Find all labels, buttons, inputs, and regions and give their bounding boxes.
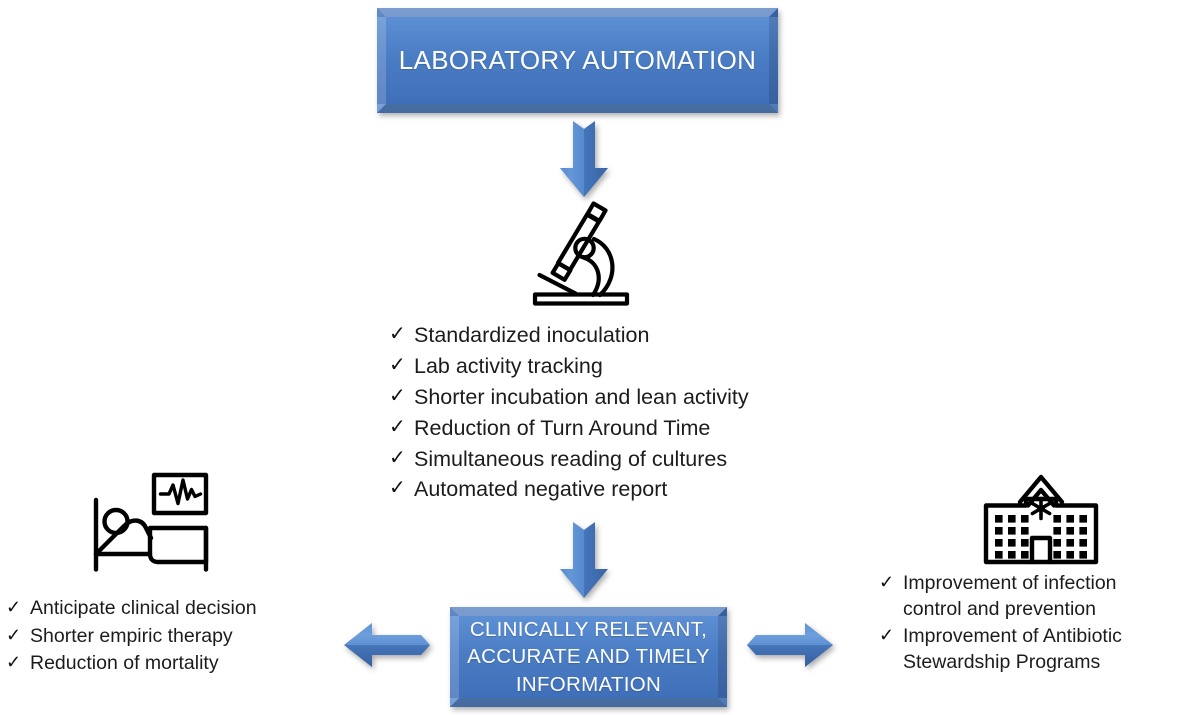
- center-benefits-list: ✓ Standardized inoculation ✓ Lab activit…: [389, 321, 749, 506]
- microscope-icon: [532, 201, 630, 306]
- list-item: ✓ Lab activity tracking: [389, 352, 749, 380]
- check-icon: ✓: [6, 597, 22, 617]
- left-outcomes-list: ✓ Anticipate clinical decision ✓ Shorter…: [6, 596, 257, 679]
- list-item-label: Improvement of infection control and pre…: [903, 572, 1117, 620]
- clinically-relevant-information-label: CLINICALLY RELEVANT, ACCURATE AND TIMELY…: [467, 616, 710, 697]
- right-outcomes-list: ✓ Improvement of infection control and p…: [879, 571, 1174, 678]
- list-item: ✓ Improvement of infection control and p…: [879, 571, 1174, 622]
- list-item-label: Reduction of mortality: [30, 652, 219, 675]
- list-item: ✓ Anticipate clinical decision: [6, 596, 257, 622]
- laboratory-automation-label: LABORATORY AUTOMATION: [398, 45, 757, 76]
- list-item-label: Anticipate clinical decision: [30, 597, 257, 619]
- list-item-label: Shorter empiric therapy: [30, 624, 233, 647]
- check-icon: ✓: [6, 624, 22, 645]
- list-item: ✓ Shorter incubation and lean activity: [389, 383, 749, 411]
- list-item: ✓ Shorter empiric therapy: [6, 624, 257, 650]
- check-icon: ✓: [389, 415, 406, 438]
- check-icon: ✓: [879, 625, 895, 646]
- check-icon: ✓: [879, 572, 895, 592]
- arrow-left-icon: [344, 623, 430, 667]
- list-item-label: Lab activity tracking: [414, 353, 603, 378]
- hospital-building-icon: [983, 474, 1099, 565]
- box-line-1: CLINICALLY RELEVANT,: [469, 618, 708, 642]
- list-item-label: Simultaneous reading of cultures: [414, 446, 728, 471]
- list-item-label: Shorter incubation and lean activity: [414, 384, 749, 409]
- arrow-down-icon-middle: [560, 522, 608, 598]
- check-icon: ✓: [6, 652, 22, 673]
- list-item: ✓ Reduction of Turn Around Time: [389, 414, 749, 442]
- arrow-right-icon: [747, 623, 833, 667]
- box-line-3: INFORMATION: [515, 672, 662, 696]
- list-item-label: Standardized inoculation: [414, 323, 650, 347]
- check-icon: ✓: [389, 323, 406, 345]
- list-item-label: Reduction of Turn Around Time: [414, 415, 711, 440]
- list-item: ✓ Automated negative report: [389, 475, 749, 503]
- check-icon: ✓: [389, 477, 406, 500]
- patient-bed-monitor-icon: [93, 472, 209, 572]
- arrow-down-icon-top: [560, 121, 608, 197]
- check-icon: ✓: [389, 353, 406, 376]
- check-icon: ✓: [389, 384, 406, 407]
- check-icon: ✓: [389, 446, 406, 469]
- list-item: ✓ Simultaneous reading of cultures: [389, 445, 749, 473]
- list-item-label: Automated negative report: [414, 477, 668, 502]
- list-item: ✓ Improvement of Antibiotic Stewardship …: [879, 624, 1174, 675]
- list-item-label: Improvement of Antibiotic Stewardship Pr…: [903, 625, 1122, 674]
- list-item: ✓ Reduction of mortality: [6, 651, 257, 677]
- laboratory-automation-box: LABORATORY AUTOMATION: [377, 8, 778, 113]
- list-item: ✓ Standardized inoculation: [389, 321, 749, 349]
- clinically-relevant-information-box: CLINICALLY RELEVANT, ACCURATE AND TIMELY…: [450, 607, 727, 707]
- box-line-2: ACCURATE AND TIMELY: [467, 645, 710, 669]
